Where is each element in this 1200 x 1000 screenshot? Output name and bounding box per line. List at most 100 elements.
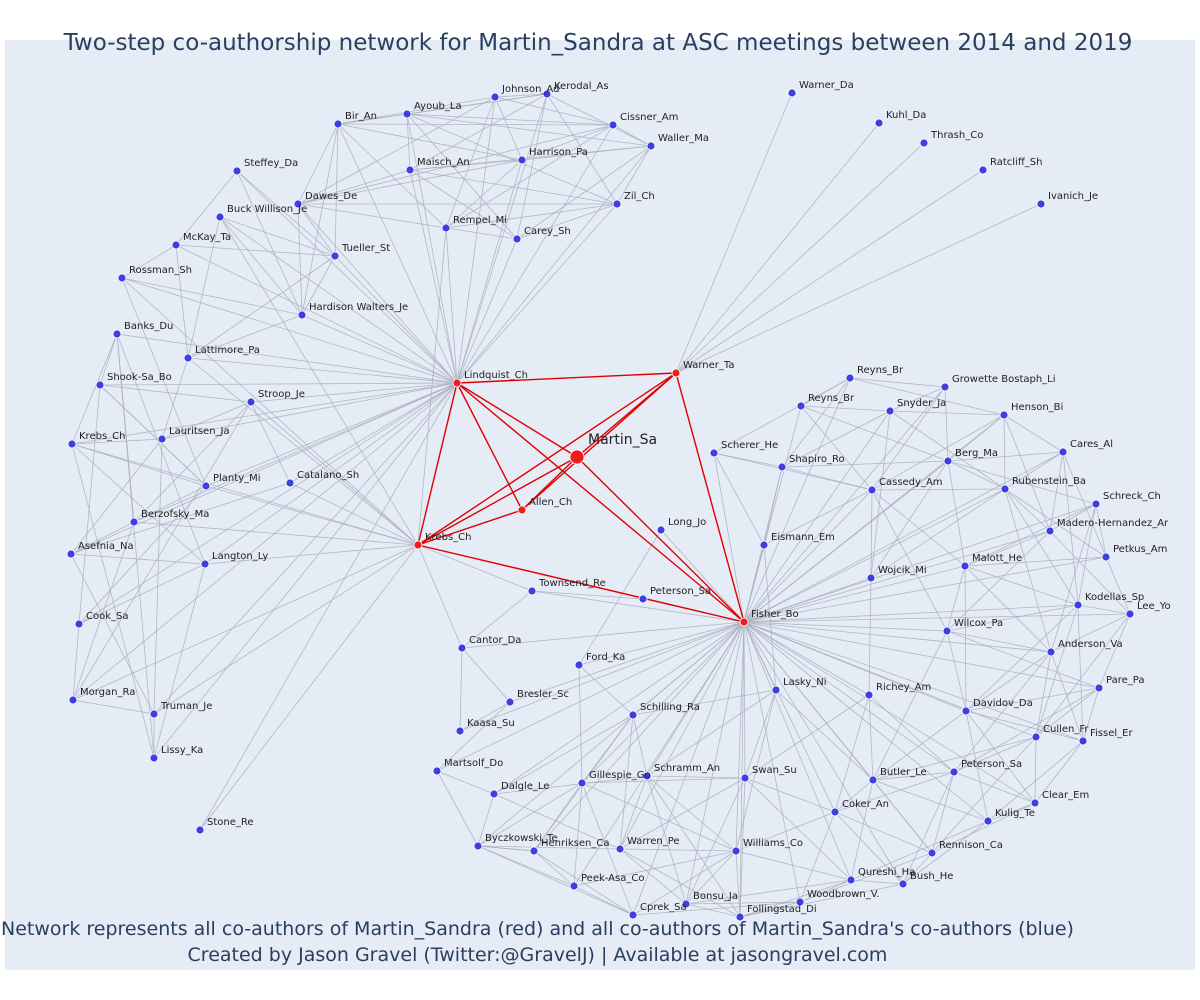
- node-first-step[interactable]: [452, 378, 462, 388]
- node-second-step[interactable]: [529, 846, 539, 856]
- node-second-step[interactable]: [1031, 732, 1041, 742]
- node-second-step[interactable]: [1046, 647, 1056, 657]
- node-second-step[interactable]: [866, 573, 876, 583]
- node-second-step[interactable]: [330, 251, 340, 261]
- node-second-step[interactable]: [68, 695, 78, 705]
- node-second-step[interactable]: [201, 481, 211, 491]
- node-second-step[interactable]: [542, 89, 552, 99]
- node-second-step[interactable]: [74, 619, 84, 629]
- node-second-step[interactable]: [898, 879, 908, 889]
- node-second-step[interactable]: [405, 165, 415, 175]
- node-second-step[interactable]: [771, 685, 781, 695]
- node-second-step[interactable]: [885, 406, 895, 416]
- node-first-step[interactable]: [739, 617, 749, 627]
- node-second-step[interactable]: [117, 273, 127, 283]
- node-second-step[interactable]: [795, 897, 805, 907]
- node-second-step[interactable]: [293, 199, 303, 209]
- node-second-step[interactable]: [615, 844, 625, 854]
- node-second-step[interactable]: [978, 165, 988, 175]
- node-second-step[interactable]: [999, 410, 1009, 420]
- node-second-step[interactable]: [473, 841, 483, 851]
- node-second-step[interactable]: [1058, 447, 1068, 457]
- node-second-step[interactable]: [787, 88, 797, 98]
- node-second-step[interactable]: [195, 825, 205, 835]
- node-second-step[interactable]: [285, 478, 295, 488]
- node-second-step[interactable]: [845, 373, 855, 383]
- node-second-step[interactable]: [455, 726, 465, 736]
- node-second-step[interactable]: [490, 92, 500, 102]
- node-second-step[interactable]: [1101, 552, 1111, 562]
- node-second-step[interactable]: [867, 485, 877, 495]
- node-second-step[interactable]: [215, 212, 225, 222]
- node-second-step[interactable]: [960, 561, 970, 571]
- node-second-step[interactable]: [919, 138, 929, 148]
- node-second-step[interactable]: [232, 166, 242, 176]
- node-second-step[interactable]: [949, 767, 959, 777]
- node-second-step[interactable]: [112, 329, 122, 339]
- node-second-step[interactable]: [1091, 499, 1101, 509]
- node-second-step[interactable]: [740, 773, 750, 783]
- node-second-step[interactable]: [1045, 526, 1055, 536]
- node-second-step[interactable]: [183, 353, 193, 363]
- node-second-step[interactable]: [868, 775, 878, 785]
- node-second-step[interactable]: [628, 710, 638, 720]
- node-second-step[interactable]: [505, 697, 515, 707]
- node-second-step[interactable]: [759, 540, 769, 550]
- node-first-step[interactable]: [671, 368, 681, 378]
- node-second-step[interactable]: [983, 816, 993, 826]
- node-second-step[interactable]: [1125, 609, 1135, 619]
- node-second-step[interactable]: [149, 709, 159, 719]
- node-second-step[interactable]: [796, 401, 806, 411]
- node-second-step[interactable]: [608, 120, 618, 130]
- node-second-step[interactable]: [527, 586, 537, 596]
- node-second-step[interactable]: [681, 899, 691, 909]
- node-second-step[interactable]: [927, 848, 937, 858]
- node-first-step[interactable]: [413, 540, 423, 550]
- node-second-step[interactable]: [432, 766, 442, 776]
- node-second-step[interactable]: [149, 753, 159, 763]
- node-second-step[interactable]: [709, 448, 719, 458]
- node-second-step[interactable]: [864, 690, 874, 700]
- node-first-step[interactable]: [517, 505, 527, 515]
- node-second-step[interactable]: [638, 594, 648, 604]
- node-second-step[interactable]: [517, 155, 527, 165]
- node-second-step[interactable]: [1000, 484, 1010, 494]
- node-second-step[interactable]: [735, 912, 745, 922]
- node-second-step[interactable]: [95, 380, 105, 390]
- node-second-step[interactable]: [656, 525, 666, 535]
- node-second-step[interactable]: [457, 643, 467, 653]
- node-second-step[interactable]: [157, 434, 167, 444]
- node-second-step[interactable]: [943, 456, 953, 466]
- node-second-step[interactable]: [777, 462, 787, 472]
- node-second-step[interactable]: [1078, 736, 1088, 746]
- node-second-step[interactable]: [569, 881, 579, 891]
- node-second-step[interactable]: [512, 234, 522, 244]
- node-second-step[interactable]: [1036, 199, 1046, 209]
- node-focal[interactable]: [569, 449, 585, 465]
- node-second-step[interactable]: [333, 119, 343, 129]
- node-second-step[interactable]: [646, 141, 656, 151]
- node-second-step[interactable]: [830, 807, 840, 817]
- node-second-step[interactable]: [297, 310, 307, 320]
- node-second-step[interactable]: [612, 199, 622, 209]
- node-second-step[interactable]: [1094, 683, 1104, 693]
- node-second-step[interactable]: [940, 382, 950, 392]
- node-second-step[interactable]: [874, 118, 884, 128]
- node-second-step[interactable]: [441, 223, 451, 233]
- node-second-step[interactable]: [574, 660, 584, 670]
- node-second-step[interactable]: [942, 626, 952, 636]
- node-second-step[interactable]: [642, 771, 652, 781]
- node-second-step[interactable]: [67, 439, 77, 449]
- node-second-step[interactable]: [129, 517, 139, 527]
- node-second-step[interactable]: [171, 240, 181, 250]
- node-second-step[interactable]: [731, 846, 741, 856]
- node-second-step[interactable]: [577, 778, 587, 788]
- node-second-step[interactable]: [66, 549, 76, 559]
- node-second-step[interactable]: [246, 397, 256, 407]
- node-second-step[interactable]: [846, 875, 856, 885]
- node-second-step[interactable]: [1073, 600, 1083, 610]
- node-second-step[interactable]: [1030, 798, 1040, 808]
- node-second-step[interactable]: [200, 559, 210, 569]
- node-second-step[interactable]: [489, 789, 499, 799]
- node-second-step[interactable]: [628, 910, 638, 920]
